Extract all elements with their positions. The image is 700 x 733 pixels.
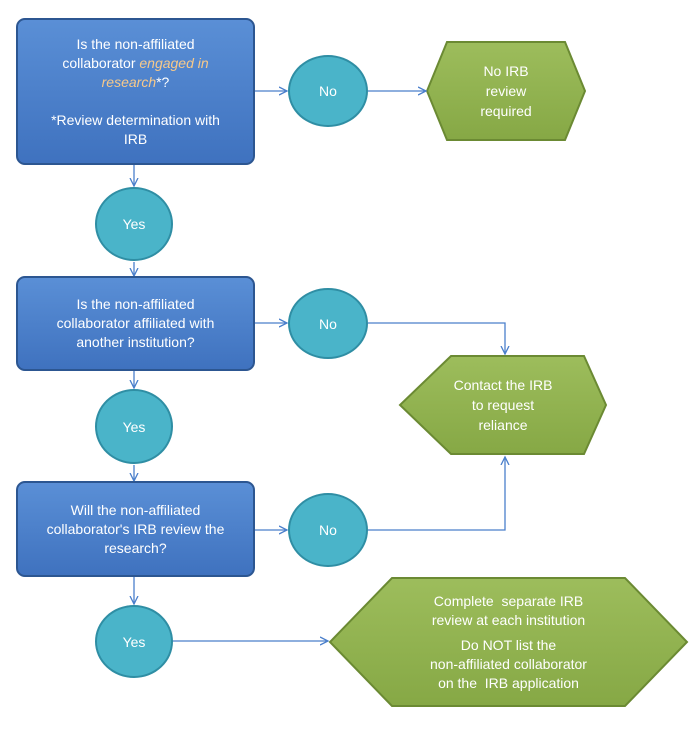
- answer-yes-2: Yes: [95, 389, 173, 464]
- outcome-contact-irb-shape: [398, 355, 608, 455]
- q1-research-text: research: [101, 73, 157, 90]
- outcome-separate-irb-review: Complete separate IRB review at each ins…: [330, 578, 687, 706]
- answer-yes-1: Yes: [95, 187, 173, 261]
- outcome2-line1: Contact the IRB: [453, 377, 553, 393]
- connector-no-to-outcome2-from-below: [368, 457, 505, 531]
- q1-note-line2: IRB: [123, 130, 148, 147]
- q1-engaged-in-text: engaged in: [139, 54, 209, 71]
- question-irb-review-research: Will the non-affiliated collaborator's I…: [16, 481, 255, 577]
- answer-no-2: No: [288, 288, 368, 359]
- outcome-contact-irb-reliance: Contact the IRB to request reliance: [400, 356, 606, 454]
- q3-line2: collaborator's IRB review the: [46, 520, 225, 537]
- outcome1-line1: No IRB: [483, 63, 529, 79]
- outcome2-line3: reliance: [478, 417, 528, 433]
- q2-line3: another institution?: [76, 334, 195, 350]
- question-affiliated-with-institution: Is the non-affiliated collaborator affil…: [16, 276, 255, 371]
- outcome3-line1: Complete separate IRB: [433, 592, 584, 609]
- q2-line2: collaborator affiliated with: [56, 315, 215, 331]
- outcome-separate-review-shape: [328, 577, 689, 707]
- q1-asterisk-text: *?: [156, 73, 170, 90]
- answer-no-1: No: [288, 55, 368, 127]
- outcome2-line2: to request: [471, 397, 535, 413]
- q2-line1: Is the non-affiliated: [76, 296, 195, 312]
- connector-no-to-outcome2: [368, 322, 505, 354]
- outcome1-line2: review: [485, 83, 527, 99]
- answer-yes-3: Yes: [95, 605, 173, 678]
- outcome3-line5: on the IRB application: [438, 674, 579, 691]
- question-engaged-in-research: Is the non-affiliated collaborator engag…: [16, 18, 255, 165]
- outcome3-line4: non-affiliated collaborator: [430, 655, 587, 672]
- q1-line1: Is the non-affiliated: [76, 35, 195, 52]
- q3-line3: research?: [104, 539, 167, 556]
- q1-note-line1: *Review determination with: [51, 111, 220, 128]
- q1-line2-text: collaborator: [62, 54, 140, 71]
- answer-no-3: No: [288, 493, 368, 567]
- outcome-no-irb-review: No IRB review required: [427, 42, 585, 140]
- outcome3-line2: review at each institution: [431, 611, 586, 628]
- q3-line1: Will the non-affiliated: [70, 501, 201, 518]
- outcome3-line3: Do NOT list the: [460, 636, 557, 653]
- outcome1-line3: required: [480, 103, 532, 119]
